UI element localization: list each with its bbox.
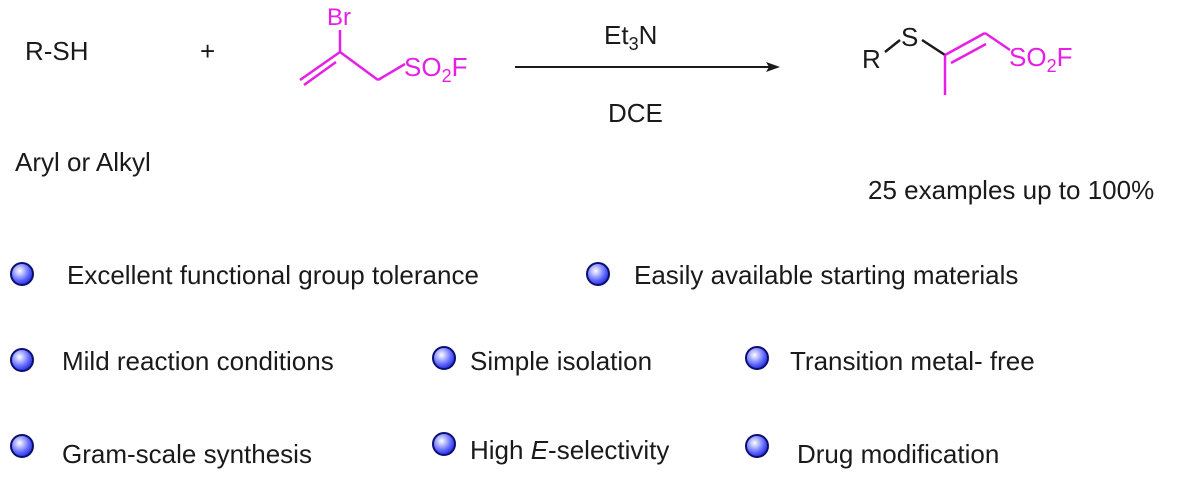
- blue-sphere-icon: [10, 348, 34, 372]
- feature-tolerance: Excellent functional group tolerance: [67, 260, 479, 290]
- feature-e-selectivity: High E-selectivity: [470, 435, 670, 465]
- base-label: Et3N: [604, 20, 658, 54]
- feature-mild-conditions: Mild reaction conditions: [62, 346, 334, 376]
- feature-simple-isolation: Simple isolation: [470, 346, 653, 376]
- yield-note: 25 examples up to 100%: [868, 175, 1155, 205]
- blue-sphere-icon: [745, 434, 769, 458]
- blue-sphere-icon: [745, 346, 769, 370]
- c-sulfonyl-bond: [984, 31, 1011, 52]
- product-sulfur: S: [901, 22, 919, 52]
- product-sulfonyl-fluoride: SO2F: [1009, 42, 1073, 76]
- feature-metal-free: Transition metal- free: [790, 346, 1035, 376]
- reactant-note: Aryl or Alkyl: [15, 147, 151, 177]
- blue-sphere-icon: [10, 434, 34, 458]
- bromine-label: Br: [327, 4, 351, 31]
- blue-sphere-icon: [432, 432, 456, 456]
- vinyl-bond-1: [299, 50, 341, 82]
- blue-sphere-icon: [586, 262, 610, 286]
- alkene-bond-1: [944, 31, 986, 57]
- blue-sphere-icon: [432, 346, 456, 370]
- ch2-s-bond: [377, 62, 406, 82]
- s-c-bond: [921, 38, 946, 57]
- c-ch2-bond: [339, 50, 379, 82]
- product-r-group: R: [862, 44, 881, 74]
- alkene-bond-2: [950, 42, 987, 65]
- feature-starting-materials: Easily available starting materials: [634, 260, 1019, 290]
- vinyl-bond-2: [303, 60, 337, 87]
- reaction-arrow-head: [766, 62, 780, 72]
- reagent-sulfonyl-fluoride: SO2F: [404, 52, 468, 86]
- r-s-bond: [884, 39, 901, 53]
- blue-sphere-icon: [10, 262, 34, 286]
- solvent-label: DCE: [608, 98, 663, 128]
- feature-gram-scale: Gram-scale synthesis: [62, 439, 312, 469]
- plus-sign: +: [200, 36, 216, 66]
- feature-drug-modification: Drug modification: [797, 439, 1000, 469]
- reactant-thiol: R-SH: [25, 36, 89, 66]
